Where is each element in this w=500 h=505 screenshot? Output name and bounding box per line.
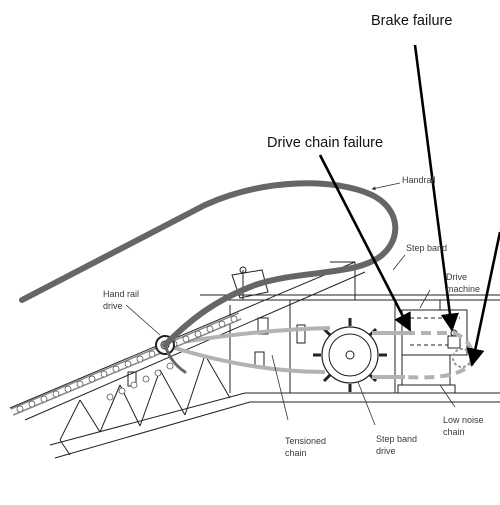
handrail (19, 180, 399, 374)
tensioned-chain-label-line2: chain (285, 448, 307, 458)
step-band-drive-label-line1: Step band (376, 434, 417, 444)
handrail-label: Handrail (402, 175, 436, 185)
hand-rail-drive-label-line2: drive (103, 301, 123, 311)
label-leaders (125, 182, 456, 426)
low-noise-chain-label-line1: Low noise (443, 415, 484, 425)
right-edge-arrow (466, 231, 500, 367)
low-noise-chain-label-line2: chain (443, 427, 465, 437)
drive-machine-label-line1: Drive (446, 272, 467, 282)
drive-machine-label-line2: machine (446, 284, 480, 294)
callout-arrows (318, 44, 500, 367)
drive-chain-failure-callout: Drive chain failure (267, 135, 383, 151)
hand-rail-drive-label-line1: Hand rail (103, 289, 139, 299)
step-band-drive-label-line2: drive (376, 446, 396, 456)
step-band-label: Step band (406, 243, 447, 253)
brake-failure-arrow (413, 44, 459, 332)
brake-failure-callout: Brake failure (371, 13, 452, 29)
drive-chain-failure-arrow (318, 154, 412, 332)
step-band-drive-wheel (313, 318, 387, 392)
tensioned-chain-label-line1: Tensioned (285, 436, 326, 446)
